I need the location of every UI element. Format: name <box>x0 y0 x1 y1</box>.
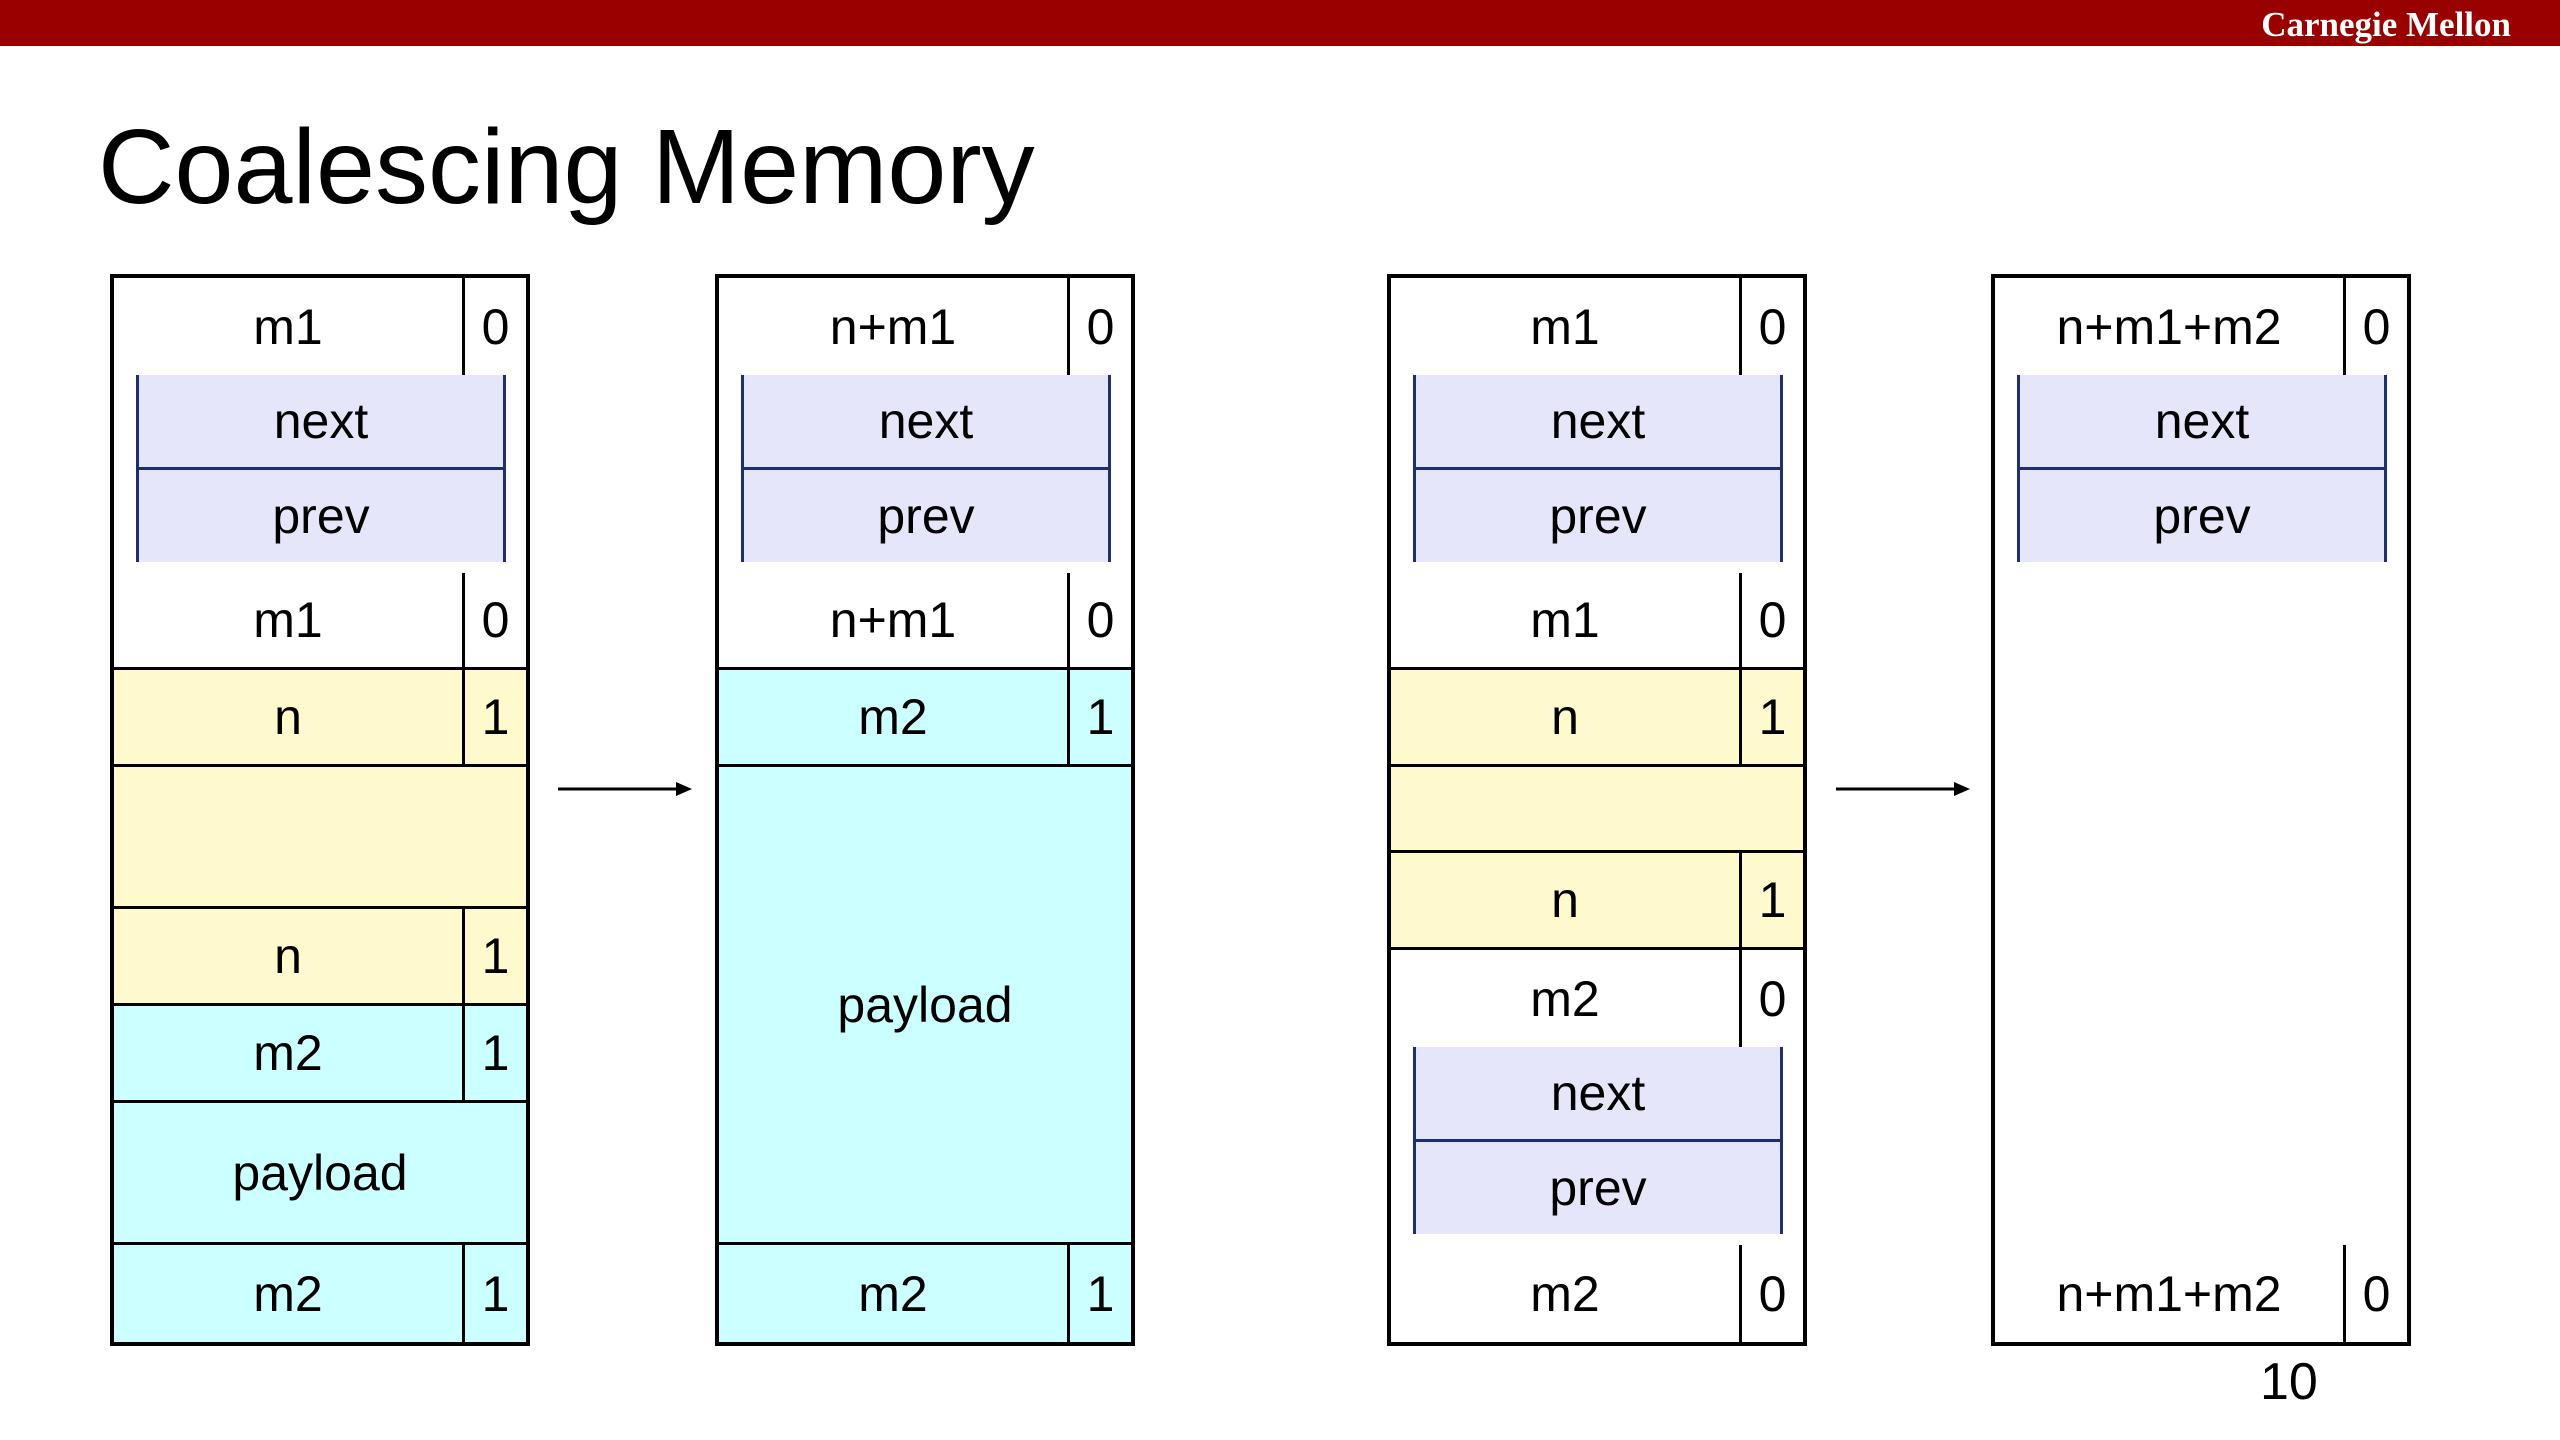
block-body: payload <box>719 767 1131 1245</box>
top-bar: Carnegie Mellon <box>0 0 2560 46</box>
boundary-tag: m2 1 <box>719 670 1131 767</box>
size-label: m1 <box>253 592 323 648</box>
pointer-box: next prev <box>741 375 1111 562</box>
boundary-tag: n+m1+m2 0 <box>1995 1245 2407 1342</box>
transition-arrow-2 <box>1836 782 1970 796</box>
alloc-flag: 1 <box>462 1006 526 1100</box>
pointer-box: next prev <box>1413 375 1783 562</box>
size-label: m1 <box>253 298 323 355</box>
prev-pointer: prev <box>2153 488 2251 544</box>
pointer-region: next prev <box>719 375 1131 573</box>
alloc-flag: 0 <box>1067 278 1131 375</box>
boundary-tag: m2 0 <box>1391 1245 1803 1342</box>
block-body <box>114 767 526 909</box>
size-label: m2 <box>1530 970 1600 1027</box>
prev-pointer: prev <box>272 488 370 544</box>
size-label: m2 <box>858 689 928 745</box>
pointer-box: next prev <box>136 375 506 562</box>
pointer-region: next prev <box>1391 1047 1803 1245</box>
alloc-flag: 0 <box>1067 573 1131 667</box>
boundary-tag: m1 0 <box>114 278 526 375</box>
alloc-flag: 0 <box>2343 1245 2407 1342</box>
alloc-flag: 0 <box>1739 573 1803 667</box>
alloc-flag: 1 <box>1739 853 1803 947</box>
pointer-region: next prev <box>1995 375 2407 1245</box>
alloc-flag: 1 <box>462 1245 526 1342</box>
pointer-region: next prev <box>114 375 526 573</box>
alloc-flag: 1 <box>1739 670 1803 764</box>
size-label: m1 <box>1530 592 1600 648</box>
boundary-tag: n+m1+m2 0 <box>1995 278 2407 375</box>
pointer-box: next prev <box>2017 375 2387 562</box>
payload-label: payload <box>837 976 1013 1033</box>
padding-area <box>114 767 526 906</box>
next-pointer: next <box>1416 1047 1780 1142</box>
size-label: m2 <box>253 1265 323 1322</box>
next-pointer: next <box>2020 375 2384 470</box>
boundary-tag: n+m1 0 <box>719 573 1131 670</box>
alloc-flag: 1 <box>462 909 526 1003</box>
size-label: n <box>274 928 302 984</box>
prev-pointer: prev <box>1549 1160 1647 1216</box>
page-number: 10 <box>2260 1353 2318 1411</box>
size-label: m2 <box>1530 1265 1600 1322</box>
boundary-tag: n+m1 0 <box>719 278 1131 375</box>
next-pointer: next <box>139 375 503 470</box>
alloc-flag: 1 <box>1067 1245 1131 1342</box>
size-label: m1 <box>1530 298 1600 355</box>
boundary-tag: m2 0 <box>1391 950 1803 1047</box>
size-label: n <box>1551 689 1579 745</box>
size-label: n+m1+m2 <box>2056 298 2282 355</box>
alloc-flag: 0 <box>2343 278 2407 375</box>
alloc-flag: 0 <box>462 278 526 375</box>
size-label: n+m1 <box>829 298 957 355</box>
alloc-flag: 1 <box>1067 670 1131 764</box>
alloc-flag: 0 <box>1739 1245 1803 1342</box>
payload-label: payload <box>232 1144 408 1201</box>
block-body: payload <box>114 1103 526 1245</box>
size-label: m2 <box>858 1265 928 1322</box>
prev-pointer: prev <box>1549 488 1647 544</box>
alloc-flag: 1 <box>462 670 526 764</box>
next-pointer: next <box>1416 375 1780 470</box>
boundary-tag: m1 0 <box>1391 573 1803 670</box>
alloc-flag: 0 <box>1739 950 1803 1047</box>
boundary-tag: m1 0 <box>1391 278 1803 375</box>
pointer-box: next prev <box>1413 1047 1783 1234</box>
size-label: m2 <box>253 1025 323 1081</box>
alloc-flag: 0 <box>462 573 526 667</box>
boundary-tag: m2 1 <box>114 1245 526 1342</box>
size-label: n+m1 <box>829 592 957 648</box>
boundary-tag: m2 1 <box>719 1245 1131 1342</box>
boundary-tag: m1 0 <box>114 573 526 670</box>
boundary-tag: m2 1 <box>114 1006 526 1103</box>
padding-area <box>1391 767 1803 850</box>
size-label: n+m1+m2 <box>2056 1265 2282 1322</box>
next-pointer: next <box>744 375 1108 470</box>
transition-arrow-1 <box>558 782 692 796</box>
brand-label: Carnegie Mellon <box>2261 5 2511 44</box>
size-label: n <box>274 689 302 745</box>
size-label: n <box>1551 872 1579 928</box>
slide-title: Coalescing Memory <box>98 108 1035 226</box>
prev-pointer: prev <box>877 488 975 544</box>
alloc-flag: 0 <box>1739 278 1803 375</box>
block-body <box>1391 767 1803 853</box>
pointer-region: next prev <box>1391 375 1803 573</box>
